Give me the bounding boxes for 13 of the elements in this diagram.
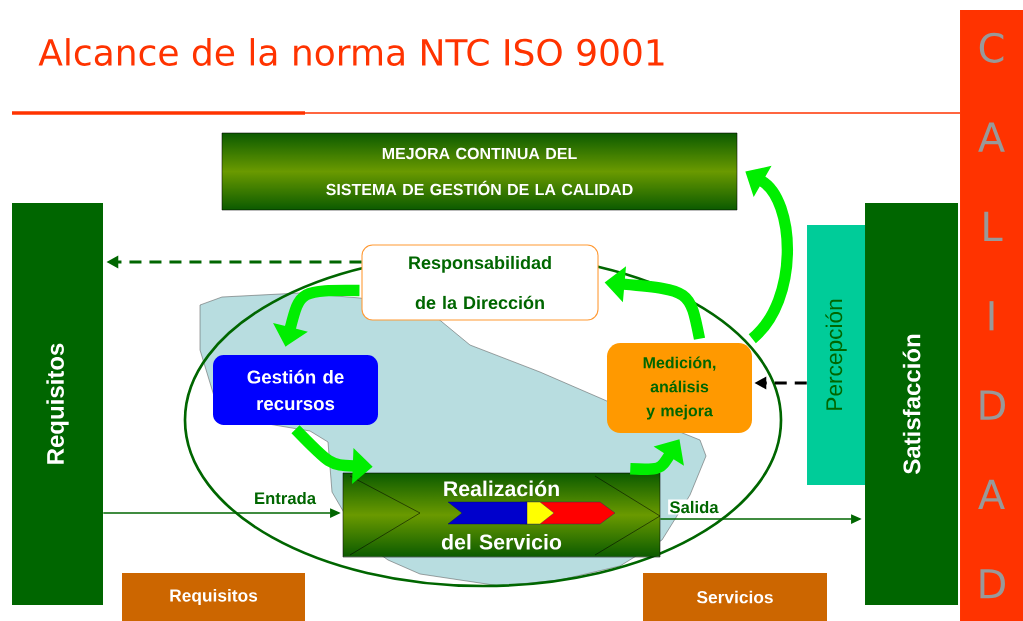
process-box: Medición, análisis y mejora (607, 343, 752, 433)
process-box: Gestión de recursos (213, 355, 378, 425)
label-bar: Servicios (643, 573, 827, 621)
heading-banner: MEJORA CONTINUA DEL SISTEMA DE GESTIÓN DE LA CALIDAD (221, 132, 738, 211)
title-heading: Alcance de la norma NTC ISO 9001 (38, 38, 664, 66)
label-bar: Requisitos (122, 573, 305, 621)
perception-bar: Percepción (807, 225, 865, 485)
requirements-bar: Requisitos (12, 203, 103, 605)
edge-label: Salida (668, 499, 720, 515)
process-box: Responsabilidad de la Dirección (361, 244, 599, 321)
quality-band: C A L I D A D (960, 10, 1023, 621)
edge-label: Entrada (252, 490, 318, 506)
satisfaction-bar: Satisfacción (865, 203, 958, 605)
